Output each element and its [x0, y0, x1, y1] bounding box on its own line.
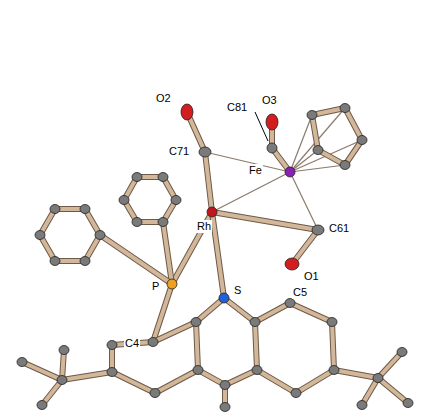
carbon-atom	[191, 318, 201, 327]
carbon-atom	[307, 111, 317, 120]
atom-label: C5	[292, 286, 308, 299]
carbon-atom	[357, 136, 367, 145]
carbon-atom	[250, 318, 260, 327]
carbon-atom	[158, 218, 168, 227]
carbon-atom	[107, 341, 117, 350]
carbon-atom	[313, 146, 323, 155]
atom-label: C81	[226, 101, 248, 114]
carbon-atom	[132, 218, 142, 227]
carbon-atom	[37, 401, 47, 410]
atom-label: O3	[261, 94, 278, 107]
carbon-atom	[158, 173, 168, 182]
carbon-atom	[291, 389, 301, 398]
carbon-atom	[59, 346, 69, 355]
atom-label: Rh	[196, 220, 212, 233]
carbon-atom	[50, 205, 60, 214]
carbon-atom	[340, 104, 350, 113]
carbon-atom	[397, 348, 407, 357]
atoms	[17, 104, 413, 412]
carbon-atom	[57, 376, 67, 385]
carbon-atom	[132, 173, 142, 182]
carbon-atom	[373, 374, 383, 383]
atom-label: S	[233, 284, 242, 297]
carbon-atom	[329, 366, 339, 375]
carbon-atom	[357, 401, 367, 410]
atom-label: C71	[168, 145, 190, 158]
carbon-atom	[220, 381, 230, 390]
carbon-atom	[107, 368, 117, 377]
atom-label: P	[151, 280, 160, 293]
carbon-atom	[35, 231, 45, 240]
carbon-atom	[150, 389, 160, 398]
carbon-atom	[95, 231, 105, 240]
carbon-atom	[171, 196, 181, 205]
carbon-atom	[285, 299, 295, 308]
carbon-atom	[327, 318, 337, 327]
carbon-atom	[80, 205, 90, 214]
atom-label: Fe	[248, 164, 263, 177]
carbon-atom	[193, 366, 203, 375]
carbon-atom	[119, 196, 129, 205]
carbon-atom	[340, 161, 350, 170]
carbon-atom	[17, 358, 27, 367]
leader-line	[255, 112, 268, 141]
carbon-atom	[80, 257, 90, 266]
atom-label: C4	[124, 337, 140, 350]
carbon-atom	[148, 338, 158, 347]
carbon-atom	[403, 399, 413, 408]
atom-label: O2	[155, 92, 172, 105]
bonds	[22, 108, 408, 407]
carbon-atom	[220, 403, 230, 412]
carbon-atom	[252, 366, 262, 375]
atom-label: C61	[328, 222, 350, 235]
atom-label: O1	[303, 270, 320, 283]
carbon-atom	[50, 257, 60, 266]
